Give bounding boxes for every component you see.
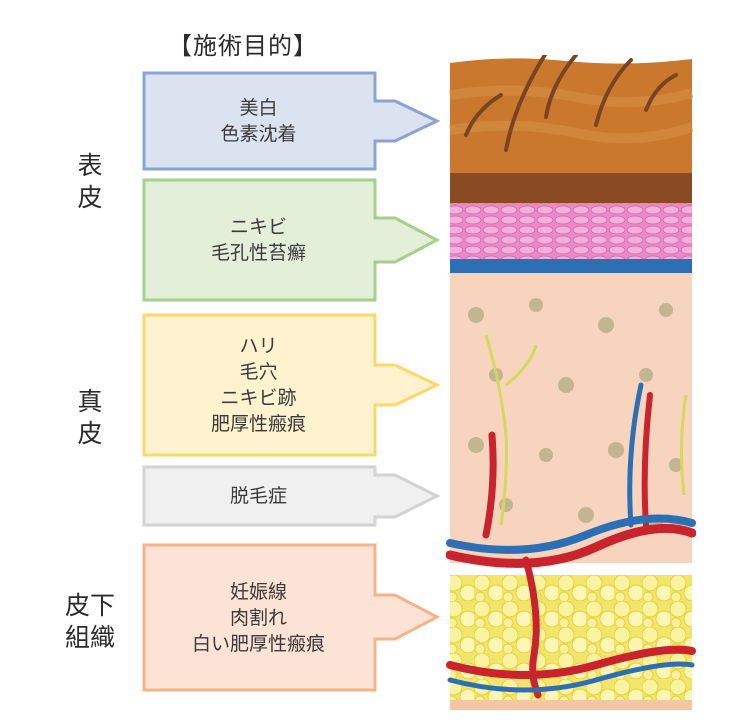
arrow-shape — [142, 71, 441, 171]
arrow-alopecia: 脱毛症 — [142, 465, 442, 527]
skin-cross-section-illustration — [445, 33, 697, 714]
layer-label-epidermis: 表 皮 — [60, 150, 120, 214]
arrow-line: 毛穴 — [239, 361, 278, 383]
arrow-stretch-marks: 妊娠線 肉割れ 白い肥厚性瘢痕 — [142, 543, 442, 692]
layer-label-line: 組織 — [64, 623, 115, 652]
arrow-text: ハリ 毛穴 ニキビ跡 肥厚性瘢痕 — [142, 313, 375, 457]
arrow-whitening: 美白 色素沈着 — [142, 71, 442, 171]
layer-label-line: 表 — [77, 151, 103, 180]
arrow-line: ニキビ跡 — [220, 387, 297, 409]
skin-layers-graphic — [445, 33, 697, 710]
layer-label-line: 真 — [77, 387, 103, 416]
arrow-text: 妊娠線 肉割れ 白い肥厚性瘢痕 — [142, 543, 375, 692]
layer-label-line: 皮下 — [64, 591, 115, 620]
arrow-acne: ニキビ 毛孔性苔癬 — [142, 178, 442, 302]
arrow-line: 色素沈着 — [220, 123, 297, 145]
arrow-line: ハリ — [239, 335, 278, 357]
arrow-shape — [142, 178, 441, 302]
arrow-line: 肉割れ — [229, 606, 287, 629]
arrow-line: 毛孔性苔癬 — [210, 242, 306, 264]
arrow-line: 脱毛症 — [229, 485, 287, 507]
arrow-text: 脱毛症 — [142, 465, 375, 527]
diagram-title: 【施術目的】 — [168, 32, 318, 60]
arrow-firmness: ハリ 毛穴 ニキビ跡 肥厚性瘢痕 — [142, 313, 442, 457]
layer-label-dermis: 真 皮 — [60, 386, 120, 450]
arrow-line: 妊娠線 — [229, 580, 287, 603]
arrow-line: ニキビ — [229, 216, 287, 238]
arrow-shape — [142, 543, 441, 692]
arrow-line: 肥厚性瘢痕 — [210, 413, 306, 435]
layer-label-subcutaneous: 皮下 組織 — [50, 590, 130, 654]
layer-label-line: 皮 — [77, 183, 103, 212]
arrow-text: 美白 色素沈着 — [142, 71, 375, 171]
arrow-line: 美白 — [239, 97, 278, 119]
arrow-text: ニキビ 毛孔性苔癬 — [142, 178, 375, 302]
arrow-line: 白い肥厚性瘢痕 — [191, 632, 325, 655]
layer-label-line: 皮 — [77, 419, 103, 448]
arrow-shape — [142, 313, 441, 457]
arrow-shape — [142, 465, 441, 527]
